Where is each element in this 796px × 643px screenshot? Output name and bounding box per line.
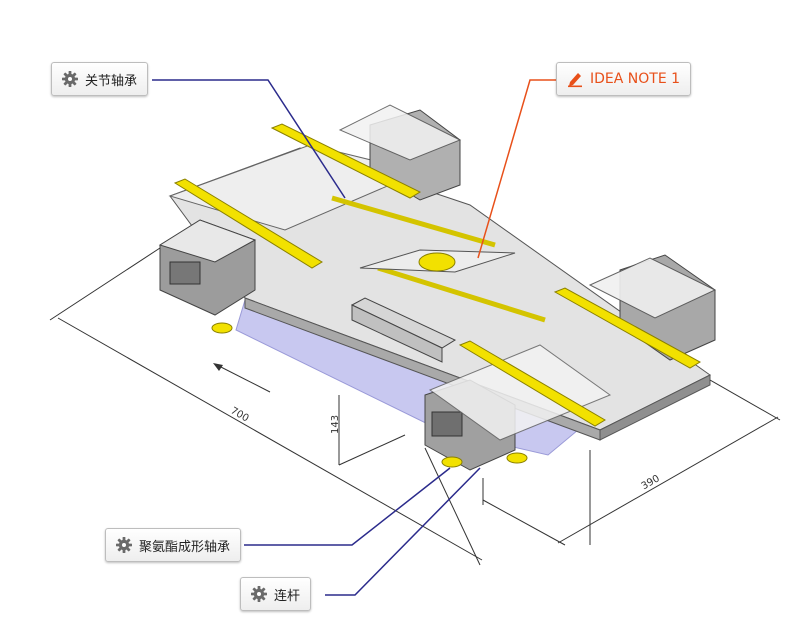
foot-front-2 — [506, 452, 528, 464]
dim-143-ext-bottom — [338, 434, 406, 466]
right-block-top — [588, 257, 717, 319]
front-block-window — [431, 411, 463, 437]
link-rod-lower — [377, 265, 546, 323]
gear-icon — [115, 536, 133, 554]
gear-icon — [250, 585, 268, 603]
leader-polyamide-bearing — [244, 467, 451, 546]
motion-arrow-head — [213, 363, 223, 371]
pencil-icon — [566, 70, 584, 88]
rail-left — [173, 178, 323, 269]
dim-390-lower-line — [482, 499, 566, 546]
callout-idea-note[interactable]: IDEA NOTE 1 — [556, 62, 692, 96]
callout-label: 关节轴承 — [85, 73, 138, 89]
callout-joint-bearing[interactable]: 关节轴承 — [51, 62, 149, 96]
dim-700-line — [57, 317, 483, 561]
callout-link-rod[interactable]: 连杆 — [240, 577, 312, 611]
dim-390-ext-right — [709, 379, 781, 421]
back-block-top — [338, 104, 462, 161]
dim-143-label: 143 — [330, 415, 341, 434]
dim-700-ext-right — [424, 447, 481, 566]
leader-link-rod — [325, 467, 481, 596]
motion-arrow — [214, 363, 271, 393]
rail-right — [553, 287, 702, 369]
leader-idea-note — [477, 79, 556, 259]
link-rod-upper — [331, 195, 496, 248]
callout-polyamide-bearing[interactable]: 聚氨酯成形轴承 — [105, 528, 242, 562]
gear-icon — [61, 70, 79, 88]
left-block-window — [169, 261, 201, 285]
foot-left — [211, 322, 233, 334]
left-block-top — [158, 219, 257, 263]
rail-front — [458, 340, 606, 427]
main-plate-edge-right — [599, 374, 711, 441]
center-pivot — [418, 252, 456, 272]
callout-label: IDEA NOTE 1 — [590, 71, 681, 87]
callout-label: 聚氨酯成形轴承 — [139, 539, 231, 555]
callout-label: 连杆 — [274, 588, 301, 604]
leader-joint-bearing — [152, 79, 346, 199]
cylinder-body — [351, 304, 443, 363]
foot-front-1 — [441, 456, 463, 468]
dim-700-ext-left — [49, 247, 161, 321]
dim-390-line — [557, 416, 779, 544]
